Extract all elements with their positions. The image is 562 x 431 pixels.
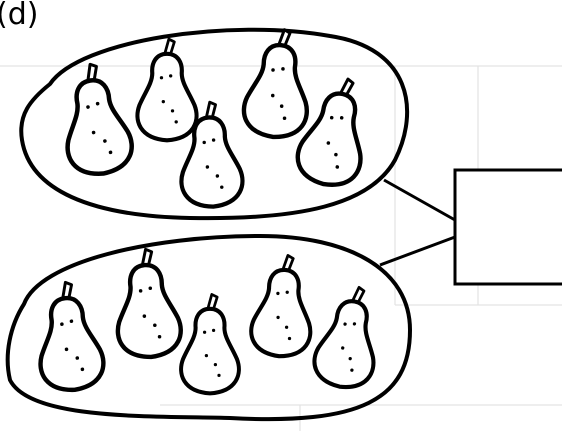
pear [112,247,182,359]
bottom-set [5,234,412,422]
answer-box[interactable] [453,168,562,286]
top-set [19,27,410,221]
pear [250,253,316,358]
connector-line-bottom [379,235,456,267]
bottom-set-outline [5,234,412,422]
pear [32,279,106,393]
top-set-outline [19,27,410,221]
pear [181,294,239,393]
pear [293,72,377,191]
pear [311,282,387,392]
pear [56,60,135,178]
pear [137,39,196,140]
part-label: (d) [0,0,38,32]
connector-line-top [383,178,456,222]
pear [242,27,314,140]
